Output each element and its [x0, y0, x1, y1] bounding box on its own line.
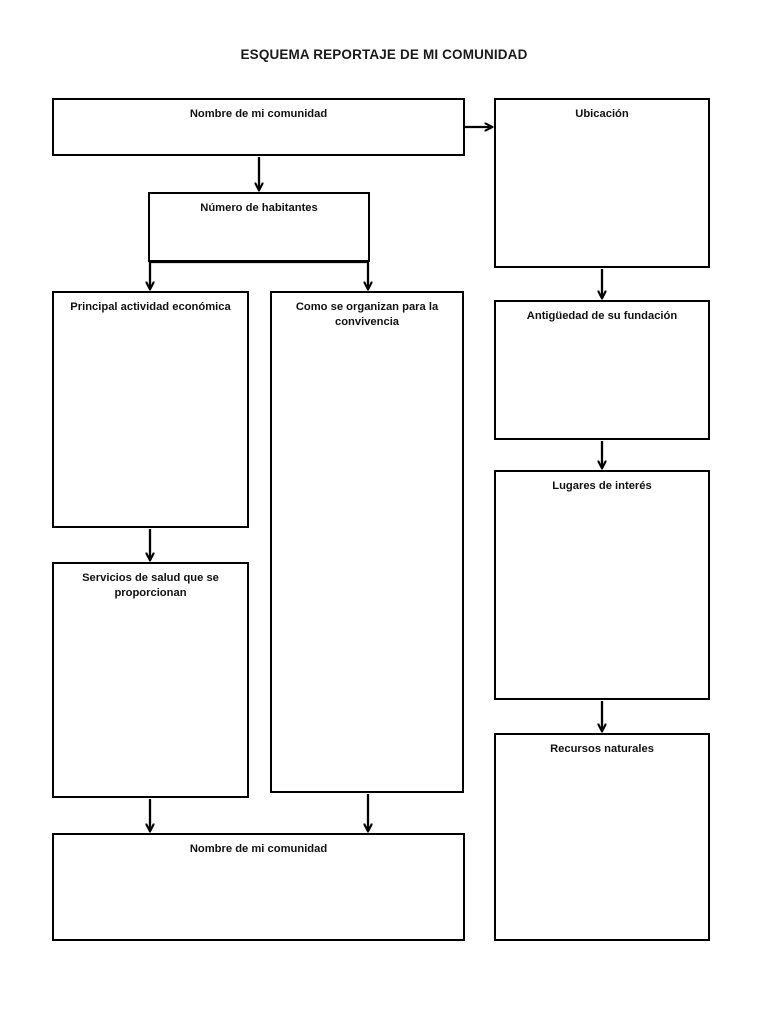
node-label: Principal actividad económica	[70, 301, 231, 313]
node-label: Servicios de salud que se proporcionan	[82, 572, 219, 600]
node-label: Ubicación	[575, 108, 629, 120]
node-label: Recursos naturales	[550, 743, 654, 755]
node-label: Número de habitantes	[200, 202, 318, 214]
node-nombre-de-mi-comunidad-top[interactable]: Nombre de mi comunidad	[52, 98, 465, 156]
node-antiguedad-de-su-fundacion[interactable]: Antigüedad de su fundación	[494, 300, 710, 440]
node-servicios-de-salud-que-se-proporcionan[interactable]: Servicios de salud que se proporcionan	[52, 562, 249, 798]
node-principal-actividad-economica[interactable]: Principal actividad económica	[52, 291, 249, 528]
node-ubicacion[interactable]: Ubicación	[494, 98, 710, 268]
node-label: Antigüedad de su fundación	[526, 310, 678, 322]
node-como-se-organizan-para-la-convivencia[interactable]: Como se organizan para la convivencia	[270, 291, 464, 793]
page-title: ESQUEMA REPORTAJE DE MI COMUNIDAD	[240, 47, 528, 62]
node-label: Nombre de mi comunidad	[189, 108, 328, 120]
node-nombre-de-mi-comunidad-bottom[interactable]: Nombre de mi comunidad	[52, 833, 465, 941]
node-label: Nombre de mi comunidad	[189, 843, 328, 855]
node-numero-de-habitantes[interactable]: Número de habitantes	[148, 192, 370, 262]
node-label: Lugares de interés	[552, 480, 652, 492]
node-recursos-naturales[interactable]: Recursos naturales	[494, 733, 710, 941]
node-label: Como se organizan para la convivencia	[295, 301, 439, 329]
node-lugares-de-interes[interactable]: Lugares de interés	[494, 470, 710, 700]
